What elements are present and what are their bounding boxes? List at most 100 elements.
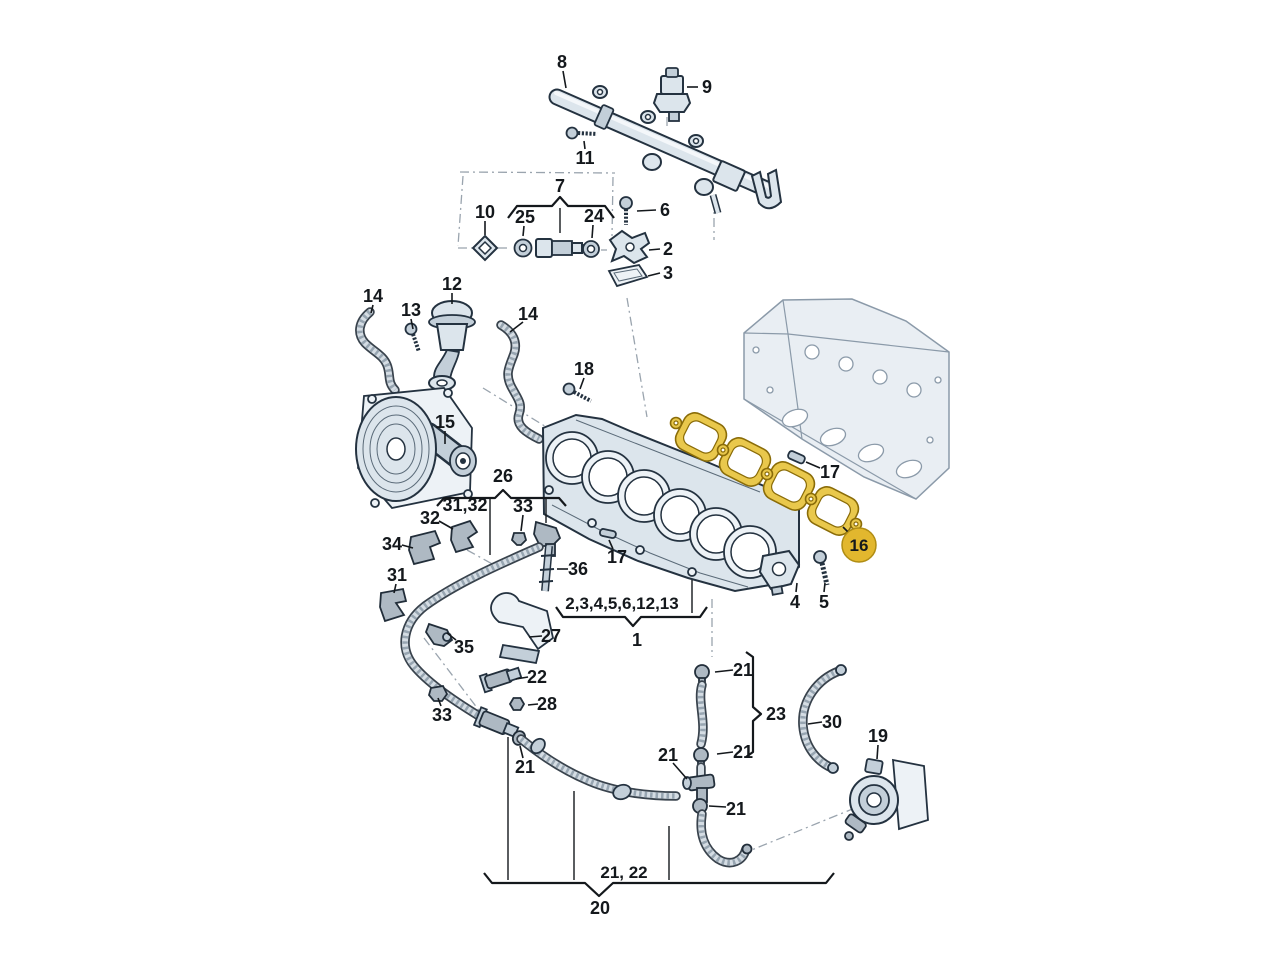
bolt-13 (404, 322, 421, 353)
bolt-6 (619, 196, 633, 225)
callout-21-22[interactable]: 21, 22 (600, 863, 647, 882)
leader-line-32 (438, 520, 454, 530)
callout-26[interactable]: 26 (493, 466, 513, 486)
callout-badge-circle[interactable] (841, 527, 877, 563)
callout-15[interactable]: 15 (435, 412, 455, 432)
callout-30[interactable]: 30 (822, 712, 842, 732)
callout-18[interactable]: 18 (574, 359, 594, 379)
bracket-7 (507, 195, 615, 219)
callout-3[interactable]: 3 (663, 263, 673, 283)
callout-21[interactable]: 21 (726, 799, 746, 819)
leader-line-17 (608, 539, 614, 550)
callout-27[interactable]: 27 (541, 626, 561, 646)
gasket-16-highlighted[interactable] (669, 409, 863, 540)
leader-line-25 (522, 225, 525, 237)
callout-19[interactable]: 19 (868, 726, 888, 746)
callout-25[interactable]: 25 (515, 207, 535, 227)
leader-line-13 (410, 318, 414, 330)
callout-34[interactable]: 34 (382, 534, 402, 554)
callout-21[interactable]: 21 (733, 742, 753, 762)
callout-11[interactable]: 11 (575, 148, 594, 168)
fitting-22 (478, 666, 523, 694)
leader-line-21 (519, 745, 524, 759)
callout-33[interactable]: 33 (432, 705, 452, 725)
centerlines (423, 117, 856, 852)
leader-line-27 (528, 635, 543, 638)
leader-line-19 (876, 744, 879, 760)
leader-line-21 (708, 805, 727, 808)
intake-manifold (541, 413, 800, 593)
j-hose (701, 814, 746, 863)
callout-2[interactable]: 2 (663, 239, 673, 259)
grommet-33-upper (510, 532, 528, 546)
clip-31 (379, 587, 408, 623)
fuel-hose-26 (405, 547, 539, 716)
bolt-18 (562, 382, 592, 403)
leader-line-14 (509, 321, 524, 333)
fuel-injector (535, 238, 596, 258)
callout-24[interactable]: 24 (584, 206, 604, 226)
callout-36[interactable]: 36 (568, 559, 588, 579)
callout-31[interactable]: 31 (387, 565, 407, 585)
dowel-17-upper (787, 450, 806, 465)
bracket-27 (490, 592, 555, 665)
elbow-35 (424, 622, 454, 647)
tee-fitting (682, 773, 716, 803)
callout-14[interactable]: 14 (518, 304, 538, 324)
callout-35[interactable]: 35 (454, 637, 474, 657)
pump-15 (355, 387, 477, 509)
dowel-17-lower (599, 528, 617, 539)
callout-21[interactable]: 21 (658, 745, 678, 765)
callout-14[interactable]: 14 (363, 286, 383, 306)
callout-13[interactable]: 13 (401, 300, 421, 320)
callout-21[interactable]: 21 (515, 757, 535, 777)
leader-line-8 (562, 70, 567, 89)
callout-7[interactable]: 7 (555, 176, 565, 196)
leader-line-28 (527, 703, 539, 706)
callout-31-32[interactable]: 31,32 (442, 495, 487, 515)
callout-12[interactable]: 12 (442, 274, 462, 294)
leader-line-34 (401, 544, 414, 549)
leader-line-33 (437, 697, 442, 707)
clip-32 (450, 519, 479, 554)
callout-22[interactable]: 22 (527, 667, 547, 687)
callout-17[interactable]: 17 (607, 547, 627, 567)
leader-line-21 (716, 751, 734, 755)
pressure-sensor-9 (652, 67, 692, 122)
callout-23[interactable]: 23 (766, 704, 786, 724)
bracket-26 (436, 488, 567, 507)
callout-9[interactable]: 9 (702, 77, 712, 97)
valve-19 (844, 758, 929, 841)
callout-28[interactable]: 28 (537, 694, 557, 714)
bracket-20 (483, 872, 835, 898)
callout-6[interactable]: 6 (660, 200, 670, 220)
injector-group (471, 229, 651, 288)
bracket-1 (555, 606, 708, 628)
leader-line-14 (370, 304, 374, 314)
nut-28 (508, 697, 526, 711)
leader-line-17 (805, 461, 821, 469)
leader-line-33 (520, 514, 524, 532)
callout-1[interactable]: 1 (632, 630, 642, 650)
callout-20[interactable]: 20 (590, 898, 610, 918)
callout-17[interactable]: 17 (820, 462, 840, 482)
leader-line-18 (579, 377, 585, 390)
leader-line-3 (647, 272, 661, 277)
callout-10[interactable]: 10 (475, 202, 495, 222)
callout-21[interactable]: 21 (733, 660, 753, 680)
callout-32[interactable]: 32 (420, 508, 440, 528)
leader-line-21 (714, 669, 734, 673)
callout-8[interactable]: 8 (557, 52, 567, 72)
highlighted-callout-16[interactable]: 16 (841, 526, 877, 563)
callout-5[interactable]: 5 (819, 592, 829, 612)
callout-4[interactable]: 4 (790, 592, 800, 612)
callout-33[interactable]: 33 (513, 496, 533, 516)
fitting-36 (538, 545, 556, 592)
manifold-ports (545, 431, 777, 579)
bolt-5 (813, 550, 830, 586)
callout-2-3-4-5-6-12-13[interactable]: 2,3,4,5,6,12,13 (565, 594, 678, 613)
cylinder-head (743, 298, 950, 500)
leader-line-21 (672, 762, 688, 780)
